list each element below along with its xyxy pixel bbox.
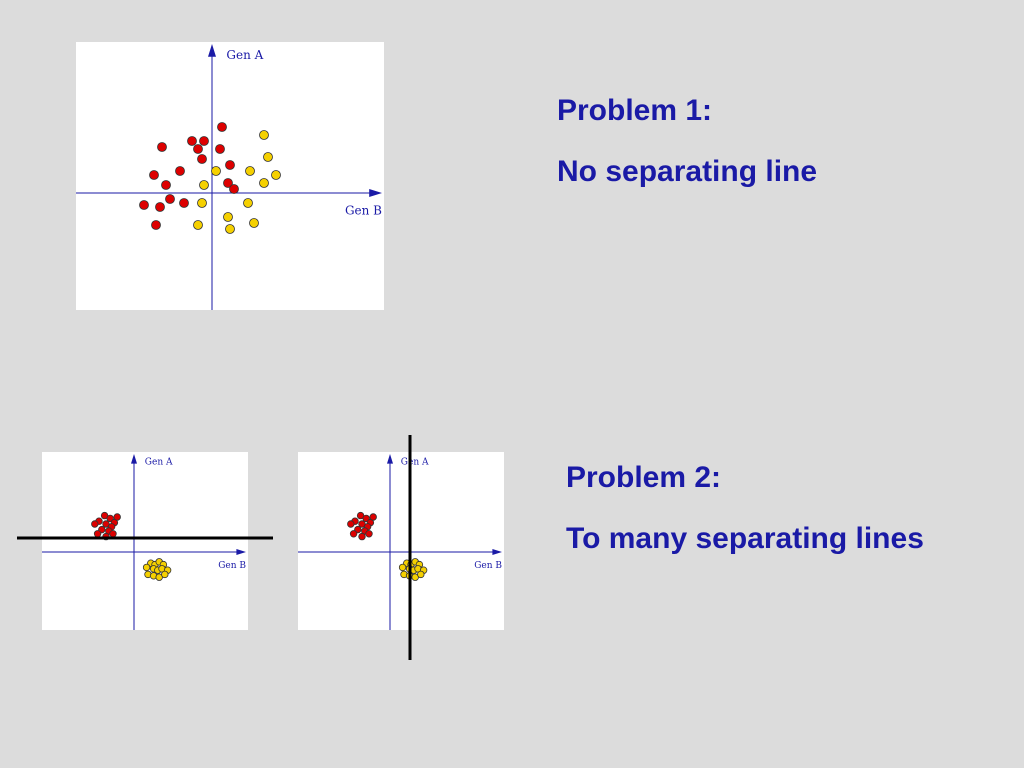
x-axis-arrow-icon [236,549,246,555]
yellow-data-point [197,198,207,208]
yellow-data-point [142,563,151,572]
scatter-plot-canvas: Gen A Gen B [298,435,502,660]
red-data-point [193,144,203,154]
red-data-point [358,532,366,541]
scatter-plot-horizontal-separator: Gen A Gen B [17,452,273,630]
y-axis-label: Gen A [401,458,429,468]
red-data-point [365,530,373,538]
yellow-data-point [199,180,209,190]
scatter-plot-canvas: Gen A Gen B [76,44,382,310]
red-data-point [223,178,233,188]
red-data-point [109,530,117,538]
yellow-data-point [259,178,269,188]
y-axis-arrow-icon [131,454,137,464]
red-data-point [349,530,358,538]
red-data-point [165,194,175,204]
red-data-point [139,200,149,210]
problem-1-subtitle: No separating line [557,155,818,188]
red-data-point [113,513,121,521]
yellow-data-point [211,166,221,176]
x-axis-arrow-icon [369,189,382,197]
problem-2-subtitle: To many separating lines [566,522,924,555]
red-data-point [369,513,377,521]
red-data-point [161,180,171,190]
x-axis-label: Gen B [474,561,502,571]
scatter-plot-canvas: Gen A Gen B [17,454,273,630]
red-data-point [175,166,185,176]
x-axis-arrow-icon [492,549,502,555]
red-data-point [215,144,225,154]
yellow-data-point [271,170,281,180]
yellow-data-point [193,220,203,230]
yellow-data-point [245,166,255,176]
yellow-data-point [417,570,425,579]
x-axis-label: Gen B [345,204,382,218]
red-data-point [151,220,161,230]
scatter-plot-vertical-separator: Gen A Gen B [298,435,504,660]
yellow-data-point [223,212,233,222]
yellow-data-point [161,570,169,579]
red-data-point [179,198,189,208]
red-data-point [93,530,102,538]
problem-1-title: Problem 1: [557,94,713,127]
problem-2-title: Problem 2: [566,461,722,494]
x-axis-label: Gen B [218,561,246,571]
red-data-point [199,136,209,146]
scatter-plot-no-separation: Gen A Gen B [76,42,384,310]
red-data-point [347,520,355,528]
red-data-point [229,184,239,194]
y-axis-label: Gen A [226,48,263,62]
y-axis-arrow-icon [387,454,393,464]
red-data-point [157,142,167,152]
red-data-point [225,160,235,170]
red-data-point [155,202,165,212]
yellow-data-point [249,218,259,228]
yellow-data-point [259,130,269,140]
red-data-point [217,122,227,132]
red-data-point [197,154,207,164]
yellow-data-point [398,563,407,572]
yellow-data-point [263,152,273,162]
y-axis-label: Gen A [145,458,173,468]
red-data-point [91,520,99,528]
yellow-data-point [225,224,235,234]
yellow-data-point [243,198,253,208]
y-axis-arrow-icon [208,44,216,57]
red-data-point [187,136,197,146]
red-data-point [149,170,159,180]
